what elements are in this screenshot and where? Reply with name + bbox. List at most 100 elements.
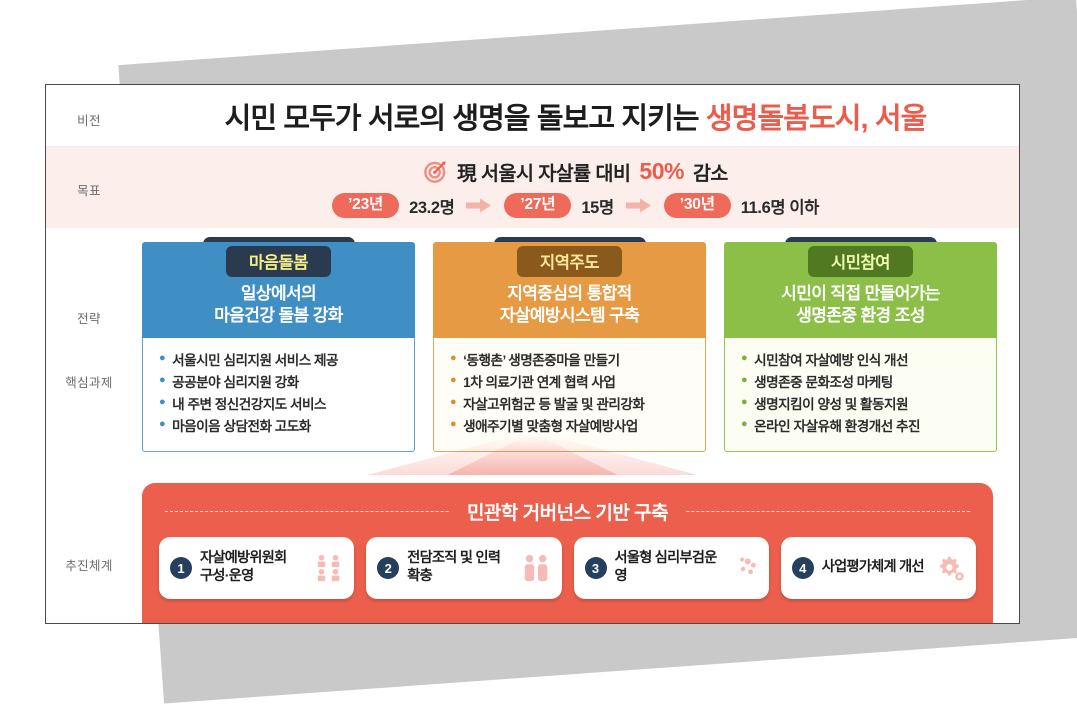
section-rail: 비전 목표 전략 핵심과제 추진체계 xyxy=(46,85,132,623)
goal-headline-percent: 50% xyxy=(639,157,684,184)
goal-headline: 現 서울시 자살률 대비 50% 감소 xyxy=(423,157,728,186)
goal-year-pill-2023: ’23년 xyxy=(332,192,400,219)
bullet-icon: ● xyxy=(159,373,166,386)
strategy-subtitle-citizen: 시민이 직접 만들어가는 생명존중 환경 조성 xyxy=(730,283,991,327)
task-label: 생애주기별 맞춤형 자살예방사업 xyxy=(463,418,638,434)
infographic-card: 비전 목표 전략 핵심과제 추진체계 시민 모두가 서로의 생명을 돌보고 지키… xyxy=(45,84,1020,624)
strategy-header-citizen: 시민참여 시민이 직접 만들어가는 생명존중 환경 조성 xyxy=(724,242,997,338)
strategy-column-mind-care: 마음돌봄 일상에서의 마음건강 돌봄 강화 ● 서울시민 심리지원 서비스 제공 … xyxy=(142,237,415,452)
goal-value-2030: 11.6명 이하 xyxy=(740,198,820,217)
vision-row: 시민 모두가 서로의 생명을 돌보고 지키는 생명돌봄도시, 서울 xyxy=(46,85,1019,147)
task-label: ‘동행촌’ 생명존중마을 만들기 xyxy=(463,352,620,368)
strategy-columns: 마음돌봄 일상에서의 마음건강 돌봄 강화 ● 서울시민 심리지원 서비스 제공 … xyxy=(142,237,997,452)
goal-headline-prefix: 現 서울시 자살률 대비 xyxy=(457,162,631,185)
gear-icon xyxy=(940,556,964,581)
task-item: ● 시민참여 자살예방 인식 개선 xyxy=(741,350,986,372)
task-item: ● 온라인 자살유해 환경개선 추진 xyxy=(741,416,986,438)
core-tasks-local-led: ● ‘동행촌’ 생명존중마을 만들기 ● 1차 의료기관 연계 협력 사업 ● 자살고… xyxy=(433,337,706,452)
goal-headline-suffix: 감소 xyxy=(692,162,728,185)
rail-label-goal: 목표 xyxy=(77,184,101,198)
strategy-chip-local-led: 지역주도 xyxy=(516,246,623,277)
bullet-icon: ● xyxy=(450,417,457,430)
strategy-subtitle-line2: 마음건강 돌봄 강화 xyxy=(214,305,343,325)
governance-card-4[interactable]: 4 사업평가체계 개선 xyxy=(780,537,976,599)
vision-title: 시민 모두가 서로의 생명을 돌보고 지키는 생명돌봄도시, 서울 xyxy=(224,95,928,137)
rail-label-core-tasks: 핵심과제 xyxy=(65,376,113,390)
governance-card-number: 2 xyxy=(377,557,400,579)
governance-card-label: 사업평가체계 개선 xyxy=(821,559,925,576)
bullet-icon: ● xyxy=(741,373,748,386)
task-label: 시민참여 자살예방 인식 개선 xyxy=(754,352,909,368)
task-label: 서울시민 심리지원 서비스 제공 xyxy=(172,352,339,368)
strategy-subtitle-line2: 생명존중 환경 조성 xyxy=(796,305,925,325)
core-tasks-mind-care: ● 서울시민 심리지원 서비스 제공 ● 공공분야 심리지원 강화 ● 내 주변 정신… xyxy=(142,337,415,452)
task-item: ● 공공분야 심리지원 강화 xyxy=(159,372,404,394)
governance-card-label: 서울형 심리부검운영 xyxy=(614,550,718,584)
strategy-row: 마음돌봄 일상에서의 마음건강 돌봄 강화 ● 서울시민 심리지원 서비스 제공 … xyxy=(46,228,1019,483)
task-item: ● 마음이음 상담전화 고도화 xyxy=(159,416,404,438)
governance-card-2[interactable]: 2 전담조직 및 인력 확충 xyxy=(366,537,562,599)
bullet-icon: ● xyxy=(450,351,457,364)
task-label: 1차 의료기관 연계 협력 사업 xyxy=(463,374,616,390)
bullet-icon: ● xyxy=(159,351,166,364)
rail-label-system: 추진체계 xyxy=(65,559,113,573)
bullet-icon: ● xyxy=(450,395,457,408)
goal-value-2027: 15명 xyxy=(581,198,614,217)
task-item: ● 자살고위험군 등 발굴 및 관리강화 xyxy=(450,394,695,416)
task-item: ● 서울시민 심리지원 서비스 제공 xyxy=(159,350,404,372)
bullet-icon: ● xyxy=(741,395,748,408)
target-icon xyxy=(424,161,446,183)
governance-card-3[interactable]: 3 서울형 심리부검운영 xyxy=(573,537,769,599)
governance-card-number: 1 xyxy=(170,557,192,579)
vision-title-plain: 시민 모두가 서로의 생명을 돌보고 지키는 xyxy=(224,102,706,135)
bullet-icon: ● xyxy=(450,373,457,386)
goal-year-pill-2027: ’27년 xyxy=(504,192,572,219)
bullet-icon: ● xyxy=(159,395,166,408)
governance-title: 민관학 거버넌스 기반 구축 xyxy=(448,497,687,525)
bullet-icon: ● xyxy=(159,417,166,430)
strategy-subtitle-local-led: 지역중심의 통합적 자살예방시스템 구축 xyxy=(439,283,700,327)
task-item: ● 1차 의료기관 연계 협력 사업 xyxy=(450,372,695,394)
governance-cards: 1 자살예방위원회 구성·운영 2 전담조직 및 인력 확충 xyxy=(159,537,976,599)
task-label: 온라인 자살유해 환경개선 추진 xyxy=(754,418,921,434)
goal-value-2023: 23.2명 xyxy=(409,198,455,217)
vision-title-accent: 생명돌봄도시, 서울 xyxy=(705,102,927,135)
strategy-chip-citizen: 시민참여 xyxy=(807,246,914,277)
strategy-subtitle-line2: 자살예방시스템 구축 xyxy=(499,305,640,325)
goal-year-pill-2030: ’30년 xyxy=(663,192,731,219)
goal-timeline: ’23년 23.2명 ’27년 15명 ’30년 11.6명 이하 xyxy=(332,192,820,219)
strategy-subtitle-mind-care: 일상에서의 마음건강 돌봄 강화 xyxy=(148,283,409,327)
strategy-subtitle-line1: 일상에서의 xyxy=(240,284,317,303)
committee-people-icon xyxy=(318,554,340,582)
strategy-subtitle-line1: 시민이 직접 만들어가는 xyxy=(781,284,940,303)
governance-panel: 민관학 거버넌스 기반 구축 1 자살예방위원회 구성·운영 2 전담조직 및 … xyxy=(142,483,993,623)
task-item: ● 내 주변 정신건강지도 서비스 xyxy=(159,394,404,416)
governance-card-label: 자살예방위원회 구성·운영 xyxy=(200,550,287,584)
task-label: 내 주변 정신건강지도 서비스 xyxy=(172,396,327,412)
governance-title-wrap: 민관학 거버넌스 기반 구축 xyxy=(159,496,976,526)
strategy-column-citizen-participation: 시민참여 시민이 직접 만들어가는 생명존중 환경 조성 ● 시민참여 자살예방 … xyxy=(724,237,997,452)
governance-card-label: 전담조직 및 인력 확충 xyxy=(407,550,501,584)
governance-card-number: 4 xyxy=(791,557,814,579)
task-item: ●생명지킴이 양성 및 활동지원 xyxy=(741,394,986,416)
task-label: 공공분야 심리지원 강화 xyxy=(172,374,299,390)
strategy-header-mind-care: 마음돌봄 일상에서의 마음건강 돌봄 강화 xyxy=(142,242,415,338)
goal-row: 現 서울시 자살률 대비 50% 감소 ’23년 23.2명 ’27년 15명 … xyxy=(46,147,1019,228)
task-label: 생명존중 문화조성 마케팅 xyxy=(754,374,893,390)
strategy-header-local-led: 지역주도 지역중심의 통합적 자살예방시스템 구축 xyxy=(433,242,706,338)
bullet-icon: ● xyxy=(741,351,748,364)
governance-card-1[interactable]: 1 자살예방위원회 구성·운영 xyxy=(159,537,355,599)
governance-card-number: 3 xyxy=(584,557,607,579)
core-tasks-citizen: ● 시민참여 자살예방 인식 개선 ● 생명존중 문화조성 마케팅 ●생명지킴이 양… xyxy=(724,337,997,452)
task-item: ● 생명존중 문화조성 마케팅 xyxy=(741,372,986,394)
task-label: 마음이음 상담전화 고도화 xyxy=(172,418,311,434)
task-item: ● ‘동행촌’ 생명존중마을 만들기 xyxy=(450,350,695,372)
strategy-column-local-led: 지역주도 지역중심의 통합적 자살예방시스템 구축 ● ‘동행촌’ 생명존중마을 … xyxy=(433,237,706,452)
arrow-right-icon xyxy=(625,198,651,213)
bullet-icon: ● xyxy=(741,417,748,430)
task-label: 자살고위험군 등 발굴 및 관리강화 xyxy=(463,396,645,412)
task-item: ● 생애주기별 맞춤형 자살예방사업 xyxy=(450,416,695,438)
staff-people-icon xyxy=(524,554,547,582)
strategy-chip-mind-care: 마음돌봄 xyxy=(225,246,332,277)
